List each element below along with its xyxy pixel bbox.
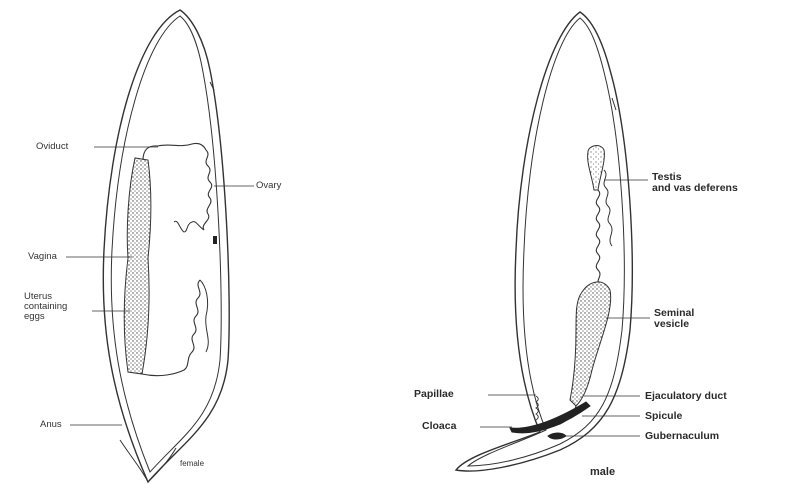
female-oviduct: [143, 143, 206, 160]
female-body-outer: [103, 10, 229, 482]
label-spicule: Spicule: [645, 411, 682, 422]
female-lower-ovary: [200, 280, 208, 352]
female-ovary-coil: [174, 221, 204, 232]
label-seminal-vesicle: Seminal vesicle: [654, 308, 744, 330]
female-tail: [120, 440, 176, 482]
label-anus: Anus: [40, 420, 62, 430]
male-worm: [456, 12, 650, 471]
caption-female: female: [180, 460, 204, 468]
label-oviduct: Oviduct: [36, 142, 68, 152]
label-gubernaculum: Gubernaculum: [645, 431, 719, 442]
label-cloaca: Cloaca: [422, 421, 456, 432]
male-vas-deferens: [596, 190, 600, 286]
label-uterus: Uterus containing eggs: [24, 292, 94, 322]
female-ovary-upper: [203, 150, 212, 230]
male-testis: [588, 146, 605, 190]
female-uterus: [124, 158, 151, 374]
label-uterus-line3: eggs: [24, 312, 94, 322]
female-worm: [66, 10, 254, 482]
male-body-inner: [468, 18, 624, 466]
female-lower-tube: [142, 280, 200, 376]
male-spicule: [510, 402, 590, 433]
male-seminal-vesicle: [570, 282, 611, 406]
label-papillae: Papillae: [414, 389, 454, 400]
label-ovary: Ovary: [256, 181, 281, 191]
male-testis-coil: [604, 170, 612, 246]
female-vulva-mark: [213, 236, 217, 244]
caption-male: male: [590, 467, 615, 478]
label-ejaculatory-duct: Ejaculatory duct: [645, 391, 727, 402]
label-vagina: Vagina: [28, 252, 57, 262]
label-testis-line2: and vas deferens: [652, 183, 806, 194]
label-seminal-line2: vesicle: [654, 319, 744, 330]
label-testis: Testis and vas deferens: [652, 172, 806, 194]
